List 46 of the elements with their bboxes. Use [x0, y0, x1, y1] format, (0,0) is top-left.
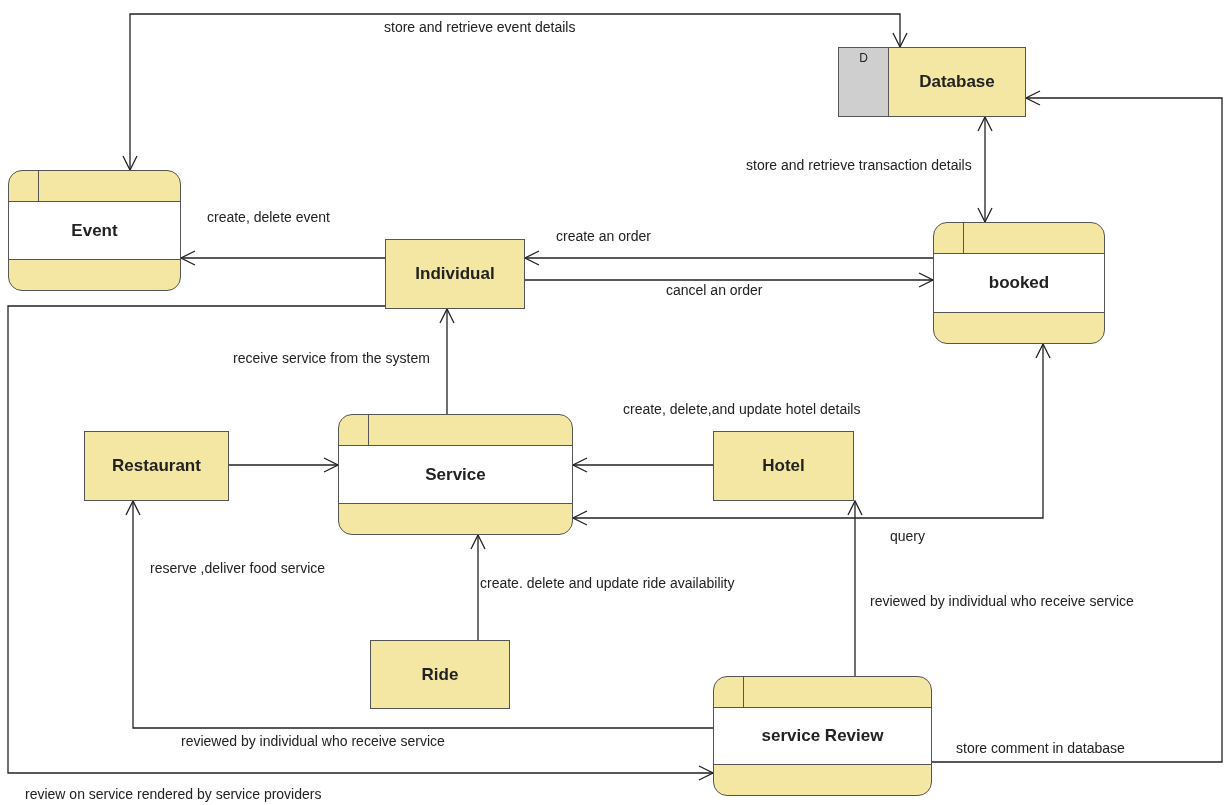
process-box — [713, 676, 932, 796]
process-box — [8, 170, 181, 291]
entity-name: Individual — [415, 263, 495, 286]
arrow — [228, 457, 339, 473]
arrow — [125, 500, 714, 729]
arrow — [122, 13, 908, 171]
note-label: reserve ,deliver food service — [150, 560, 326, 576]
store-id: D — [859, 52, 868, 67]
entity-name: Ride — [421, 663, 459, 686]
process-name: booked — [988, 272, 1050, 295]
arrow — [180, 250, 386, 266]
store-name: Database — [919, 71, 995, 94]
arrow — [524, 272, 934, 288]
edge-label: create an order — [555, 228, 652, 244]
edge-label: review on service rendered by service providers — [24, 786, 323, 802]
process-name: service Review — [761, 725, 884, 748]
process-box — [338, 414, 573, 535]
process-box — [933, 222, 1105, 344]
edge-label: create, delete event — [206, 209, 331, 225]
external-entity-box — [385, 239, 525, 309]
entity-name: Restaurant — [112, 455, 201, 478]
edge-label: receive service from the system — [232, 350, 431, 366]
arrow — [847, 500, 863, 677]
edge-label: store and retrieve transaction details — [745, 157, 973, 173]
arrow — [572, 343, 1051, 526]
edge-label: create. delete and update ride availability — [479, 575, 736, 591]
edge-label: reviewed by individual who receive service — [869, 593, 1135, 609]
edge-label: store and retrieve event details — [383, 19, 577, 35]
external-entity-box — [713, 431, 854, 501]
arrow — [470, 534, 486, 641]
edge-label: create, delete,and update hotel details — [622, 401, 862, 417]
external-entity-box — [84, 431, 229, 501]
arrow — [977, 116, 993, 223]
external-entity-box — [370, 640, 510, 709]
arrow — [7, 305, 714, 781]
process-name: Event — [71, 219, 118, 242]
edge-label: store comment in database — [955, 740, 1126, 756]
process-name: Service — [425, 463, 486, 486]
edge-label: cancel an order — [665, 282, 764, 298]
arrow — [572, 457, 714, 473]
edge-label: reviewed by individual who receive service — [180, 733, 446, 749]
arrow — [524, 250, 934, 266]
arrow — [439, 308, 455, 415]
arrow — [931, 90, 1223, 763]
entity-name: Hotel — [762, 455, 805, 478]
data-store — [838, 47, 1026, 117]
